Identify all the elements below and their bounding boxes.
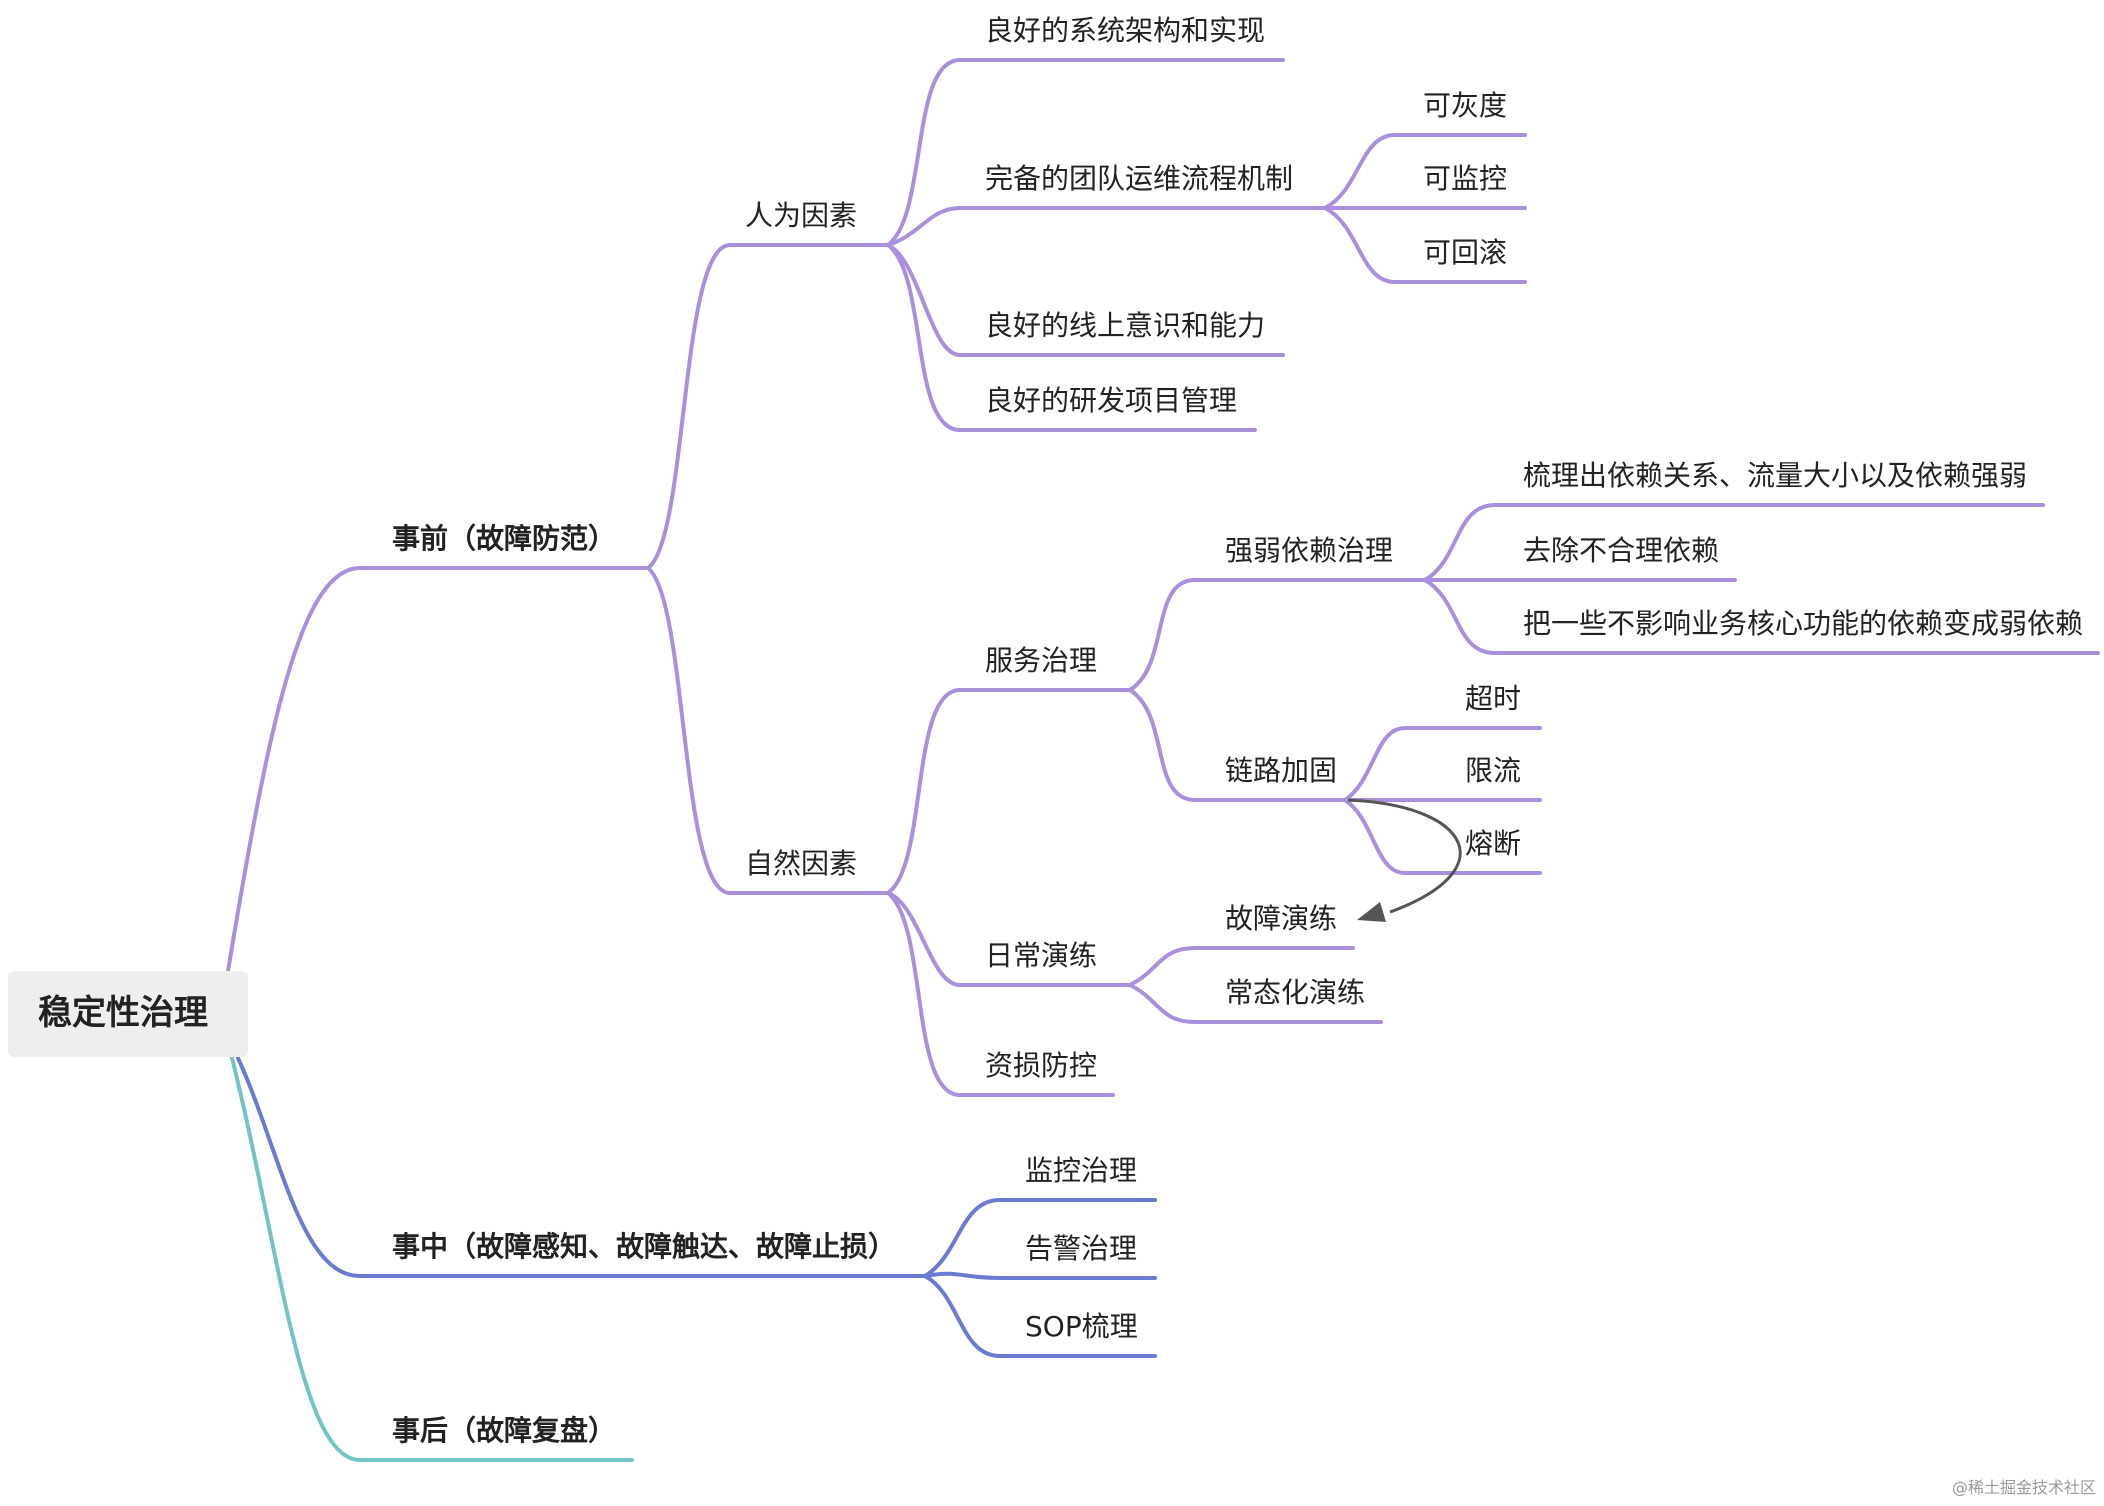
blue-connectors xyxy=(236,1056,1157,1358)
edge-service-chain xyxy=(1128,688,1197,802)
edge-process-rollback xyxy=(1323,206,1397,284)
edge-process-gray xyxy=(1323,133,1397,210)
edge-root-after xyxy=(230,1056,362,1462)
edge-natural-service xyxy=(886,688,962,895)
node-human[interactable]: 人为因素 xyxy=(745,199,858,232)
node-limit[interactable]: 限流 xyxy=(1465,754,1522,787)
node-dep[interactable]: 强弱依赖治理 xyxy=(1225,534,1394,567)
branch-during[interactable]: 事中（故障感知、故障触达、故障止损） xyxy=(392,1230,897,1263)
edge-human-project xyxy=(886,243,962,432)
edge-natural-drill xyxy=(886,891,962,987)
node-timeout[interactable]: 超时 xyxy=(1465,682,1522,715)
root-node[interactable] xyxy=(8,971,248,1057)
teal-connectors xyxy=(230,1056,634,1462)
edge-human-online xyxy=(886,243,962,357)
node-monitorable[interactable]: 可监控 xyxy=(1423,162,1508,195)
root-label: 稳定性治理 xyxy=(38,993,208,1033)
node-rollback[interactable]: 可回滚 xyxy=(1423,236,1508,269)
node-chain[interactable]: 链路加固 xyxy=(1225,754,1338,787)
watermark: @稀土掘金技术社区 xyxy=(1951,1478,2096,1497)
node-service[interactable]: 服务治理 xyxy=(985,644,1098,677)
edge-service-dep xyxy=(1128,578,1197,692)
node-normal-drill[interactable]: 常态化演练 xyxy=(1225,976,1366,1009)
node-arch[interactable]: 良好的系统架构和实现 xyxy=(985,14,1266,47)
edge-root-during xyxy=(236,1056,362,1278)
edge-dep-sort xyxy=(1423,503,1497,582)
purple-connectors xyxy=(226,58,2100,1097)
edge-natural-loss xyxy=(886,891,962,1097)
node-online[interactable]: 良好的线上意识和能力 xyxy=(985,309,1266,342)
node-fuse[interactable]: 熔断 xyxy=(1465,827,1522,860)
edge-during-alert xyxy=(923,1271,1002,1280)
node-monitor-gov[interactable]: 监控治理 xyxy=(1025,1154,1138,1187)
branch-after[interactable]: 事后（故障复盘） xyxy=(392,1414,617,1447)
node-natural[interactable]: 自然因素 xyxy=(745,847,858,880)
arrow-chain-to-fault xyxy=(1347,798,1462,914)
edge-before-human xyxy=(646,243,732,570)
node-drill[interactable]: 日常演练 xyxy=(985,939,1098,972)
node-dep-remove[interactable]: 去除不合理依赖 xyxy=(1523,534,1720,567)
node-dep-sort[interactable]: 梳理出依赖关系、流量大小以及依赖强弱 xyxy=(1523,459,2028,492)
edge-dep-weaken xyxy=(1423,578,1497,655)
node-fault-drill[interactable]: 故障演练 xyxy=(1225,902,1338,935)
node-project[interactable]: 良好的研发项目管理 xyxy=(985,384,1238,417)
edge-chain-timeout xyxy=(1343,726,1407,802)
node-process[interactable]: 完备的团队运维流程机制 xyxy=(985,162,1294,195)
edge-drill-normal xyxy=(1128,983,1197,1024)
edge-before-natural xyxy=(646,566,732,895)
node-alert-gov[interactable]: 告警治理 xyxy=(1025,1232,1138,1265)
branch-before[interactable]: 事前（故障防范） xyxy=(392,522,617,555)
edge-human-arch xyxy=(886,58,962,247)
node-gray[interactable]: 可灰度 xyxy=(1423,89,1508,122)
edge-during-monitor xyxy=(923,1198,1002,1278)
node-sop[interactable]: SOP梳理 xyxy=(1025,1310,1138,1343)
node-loss[interactable]: 资损防控 xyxy=(985,1049,1098,1082)
relation-arrow xyxy=(1347,798,1462,922)
arrow-head xyxy=(1357,902,1386,922)
edge-root-before xyxy=(226,566,362,973)
node-dep-weaken[interactable]: 把一些不影响业务核心功能的依赖变成弱依赖 xyxy=(1523,607,2084,640)
edge-chain-fuse xyxy=(1343,798,1407,875)
edge-human-process xyxy=(886,206,962,247)
edge-during-sop xyxy=(923,1274,1002,1358)
edge-drill-fault xyxy=(1128,946,1197,987)
